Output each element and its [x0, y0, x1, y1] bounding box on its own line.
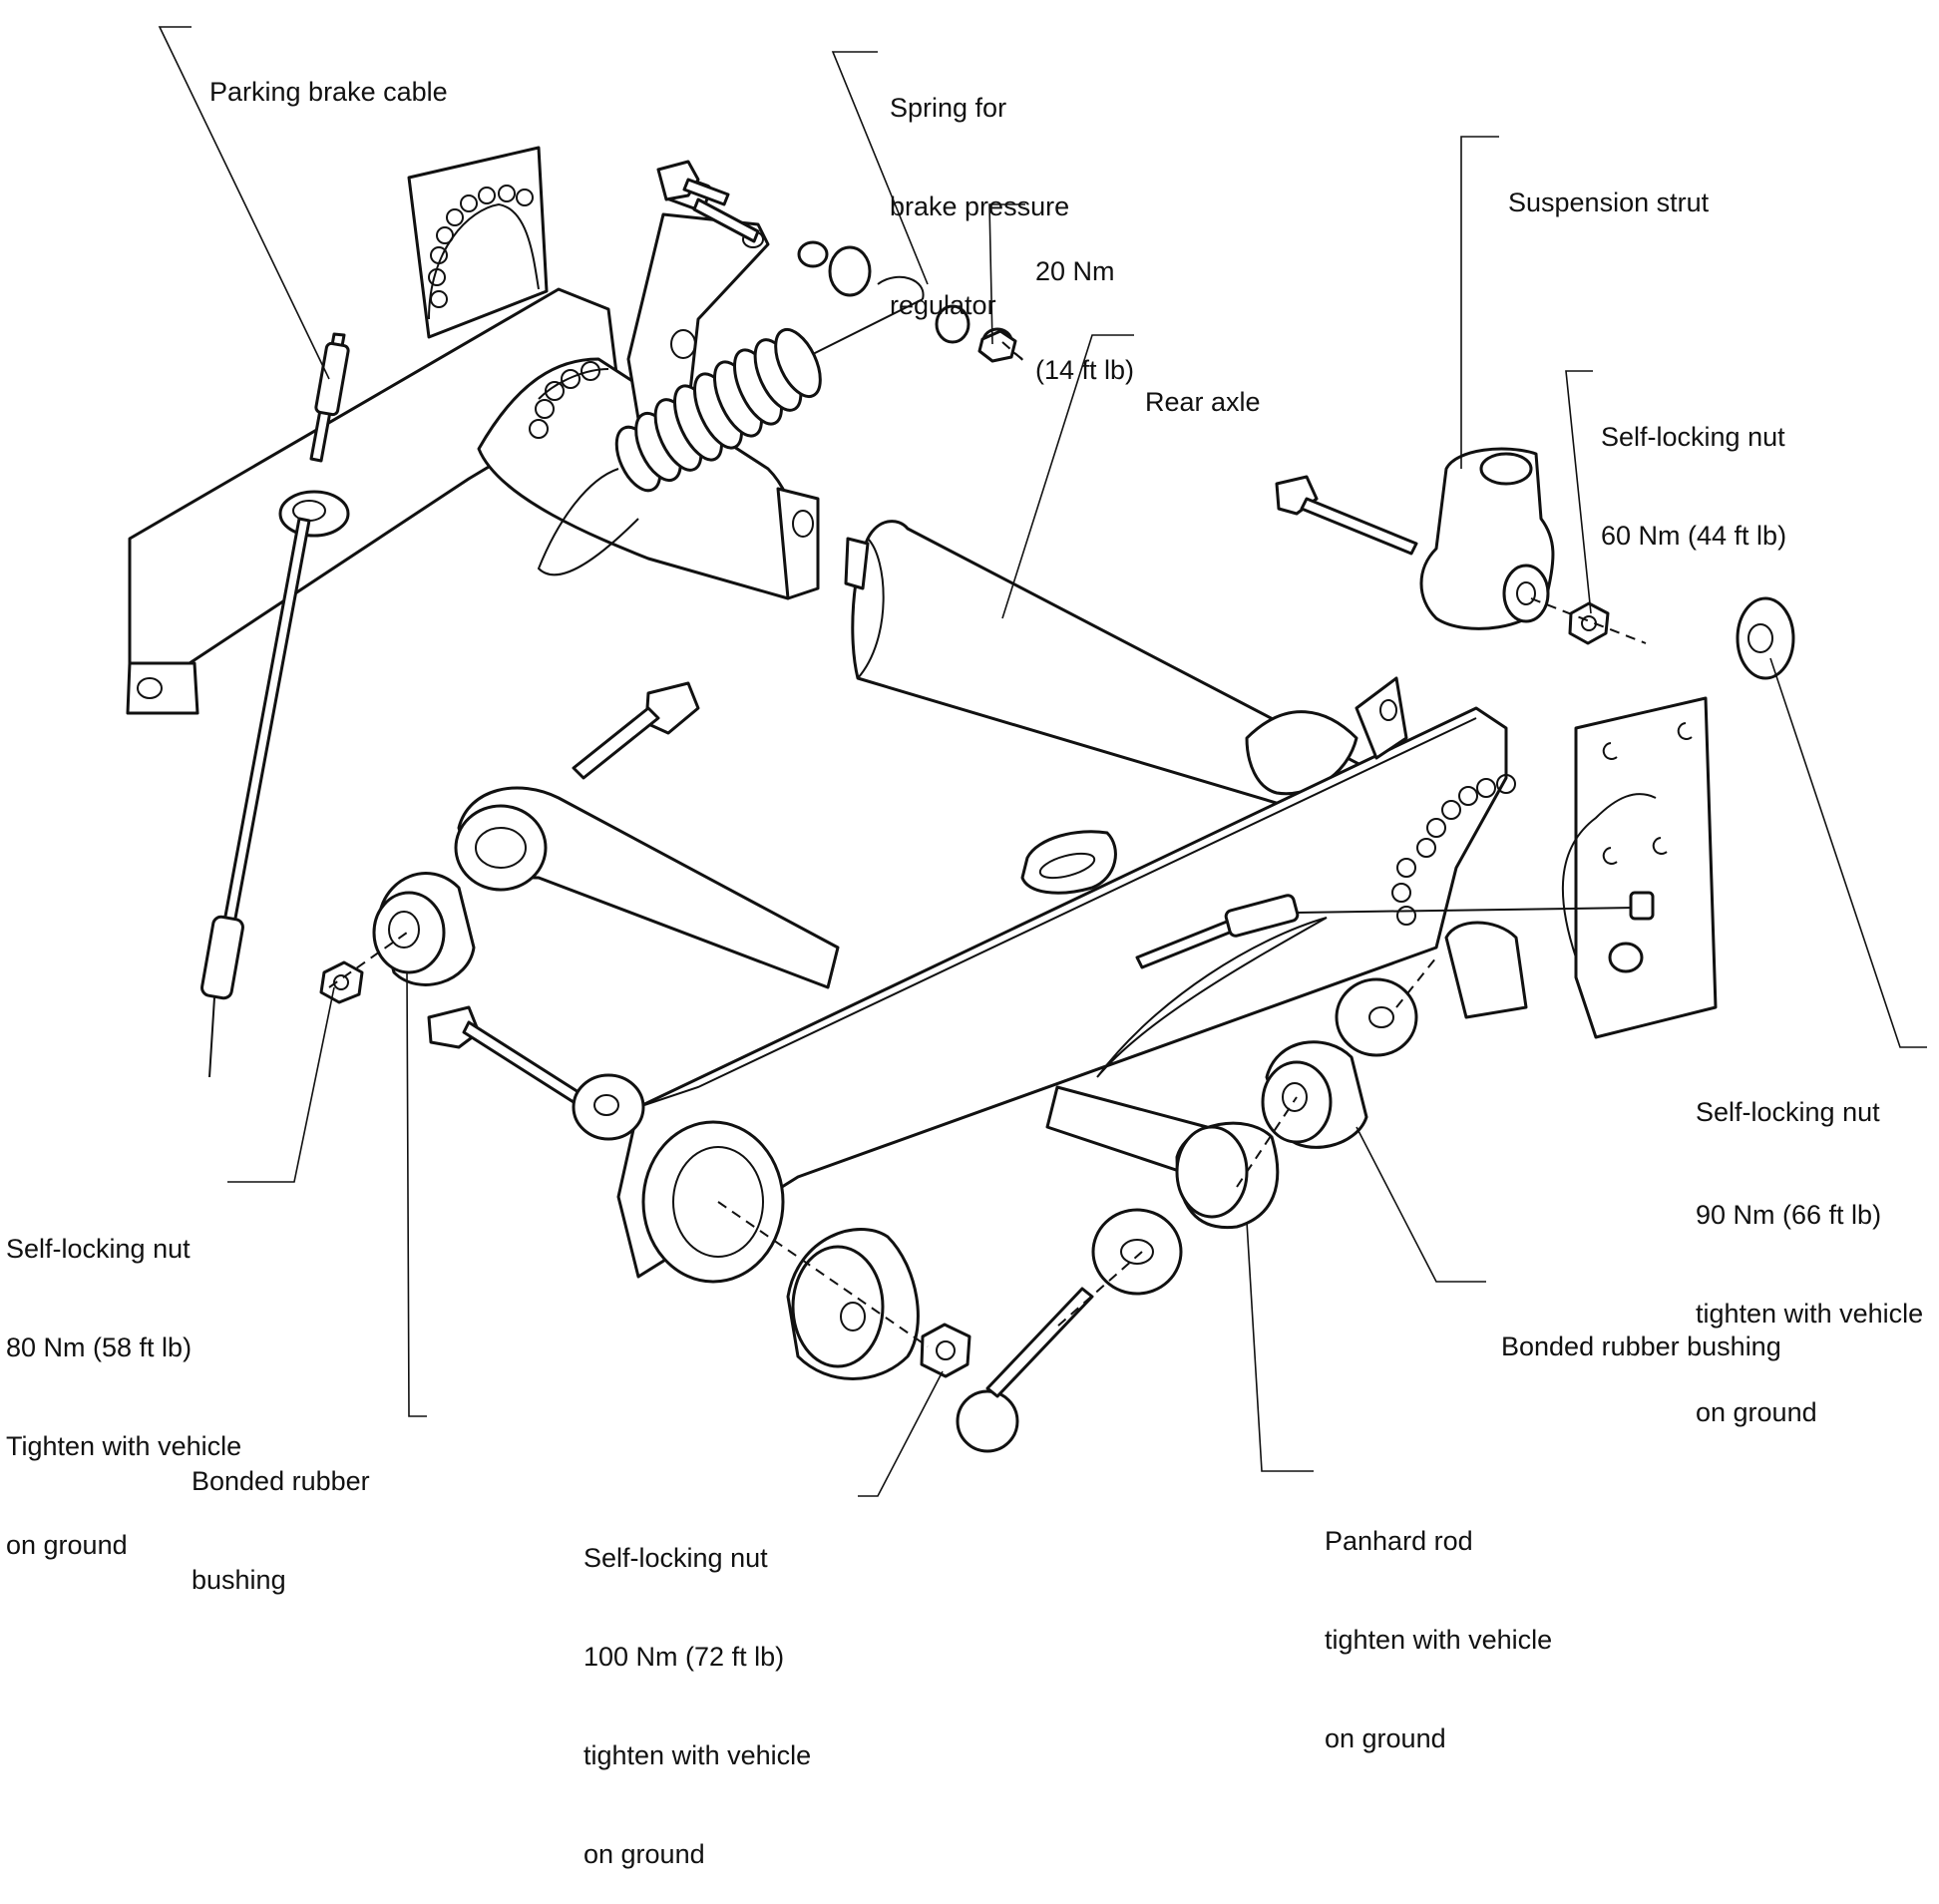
right-parking-brake-cable [1135, 891, 1655, 969]
bolt-lower-center [956, 1287, 1094, 1453]
panhard-rod [454, 786, 1209, 1179]
label-text: 100 Nm (72 ft lb) [583, 1642, 785, 1672]
label-text: on ground [1696, 1397, 1817, 1427]
bushing-left [372, 872, 476, 986]
label-text: on ground [583, 1839, 705, 1869]
label-text: Self-locking nut [583, 1543, 768, 1573]
label-parking-brake-cable: Parking brake cable [209, 10, 448, 142]
nut-100nm [920, 1323, 971, 1378]
washers [572, 596, 1795, 1296]
label-text: on ground [6, 1530, 128, 1560]
label-text: Spring for [890, 93, 1007, 123]
label-spring-regulator: Spring for brake pressure regulator [890, 26, 1069, 355]
bolt-panhard-upper [572, 681, 700, 780]
label-nut-90nm: Self-locking nut 90 Nm (66 ft lb) tighte… [1696, 1030, 1923, 1462]
bolt-left-lower [427, 1005, 581, 1104]
rear-suspension-diagram: Parking brake cable Spring for brake pre… [6, 10, 1927, 1869]
label-text: Suspension strut [1508, 188, 1710, 217]
label-text: tighten with vehicle [1696, 1299, 1924, 1329]
label-text: brake pressure [890, 191, 1070, 221]
left-trailing-arm [126, 287, 620, 715]
label-text: Self-locking nut [1601, 422, 1785, 452]
label-text: 20 Nm [1035, 256, 1115, 286]
label-text: Self-locking nut [6, 1234, 191, 1264]
label-text: tighten with vehicle [1325, 1625, 1553, 1655]
suspension-strut [1419, 447, 1555, 630]
label-text: 60 Nm (44 ft lb) [1601, 521, 1787, 551]
label-text: 90 Nm (66 ft lb) [1696, 1200, 1882, 1230]
label-suspension-strut: Suspension strut [1508, 121, 1709, 252]
bushing-lower-center [786, 1228, 920, 1380]
bolt-upper-left [656, 160, 730, 206]
bushing-panhard-right [1175, 1121, 1280, 1230]
upper-left-mounting-bracket [407, 146, 549, 339]
label-text: 80 Nm (58 ft lb) [6, 1333, 193, 1362]
label-text: Self-locking nut [1696, 1097, 1880, 1127]
label-text: Rear axle [1145, 387, 1261, 417]
nut-20nm [977, 329, 1017, 363]
assembly-lines [328, 341, 1647, 1347]
right-trailing-arm [616, 676, 1508, 1279]
label-text: (14 ft lb) [1035, 355, 1135, 385]
bushing-right-upper [1261, 1040, 1368, 1149]
label-rear-axle: Rear axle [1145, 320, 1261, 452]
leader-lines [158, 26, 1927, 1497]
exploded-view-drawing [126, 26, 1927, 1497]
label-nut-80nm: Self-locking nut 80 Nm (58 ft lb) Tighte… [6, 1167, 241, 1595]
label-panhard-rod: Panhard rod tighten with vehicle on grou… [1325, 1459, 1552, 1788]
label-text: regulator [890, 290, 996, 320]
label-torque-20nm: 20 Nm (14 ft lb) [1035, 190, 1134, 420]
nut-80nm [319, 960, 364, 1004]
nut-60nm [1568, 601, 1610, 645]
label-text: Parking brake cable [209, 77, 448, 107]
label-text: tighten with vehicle [583, 1740, 812, 1770]
label-text: Tighten with vehicle [6, 1431, 242, 1461]
rear-axle-tube [844, 520, 1368, 820]
label-nut-100nm: Self-locking nut 100 Nm (72 ft lb) tight… [583, 1476, 811, 1904]
label-text: Bonded rubber [192, 1466, 370, 1496]
right-mounting-bracket [1391, 696, 1718, 1039]
label-text: Bonded rubber bushing [1501, 1332, 1781, 1361]
label-text: on ground [1325, 1723, 1446, 1753]
label-bushing-left: Bonded rubber bushing [192, 1399, 370, 1630]
label-nut-60nm: Self-locking nut 60 Nm (44 ft lb) [1601, 355, 1786, 585]
parking-brake-cable [200, 332, 350, 1078]
label-text: Panhard rod [1325, 1526, 1473, 1556]
label-bushing-right: Bonded rubber bushing [1501, 1265, 1781, 1396]
arm-eye-bore [641, 1120, 785, 1284]
slotted-grommet [1020, 830, 1117, 895]
label-text: bushing [192, 1565, 286, 1595]
brake-regulator-spring [537, 298, 924, 576]
bolt-strut [1275, 475, 1418, 556]
